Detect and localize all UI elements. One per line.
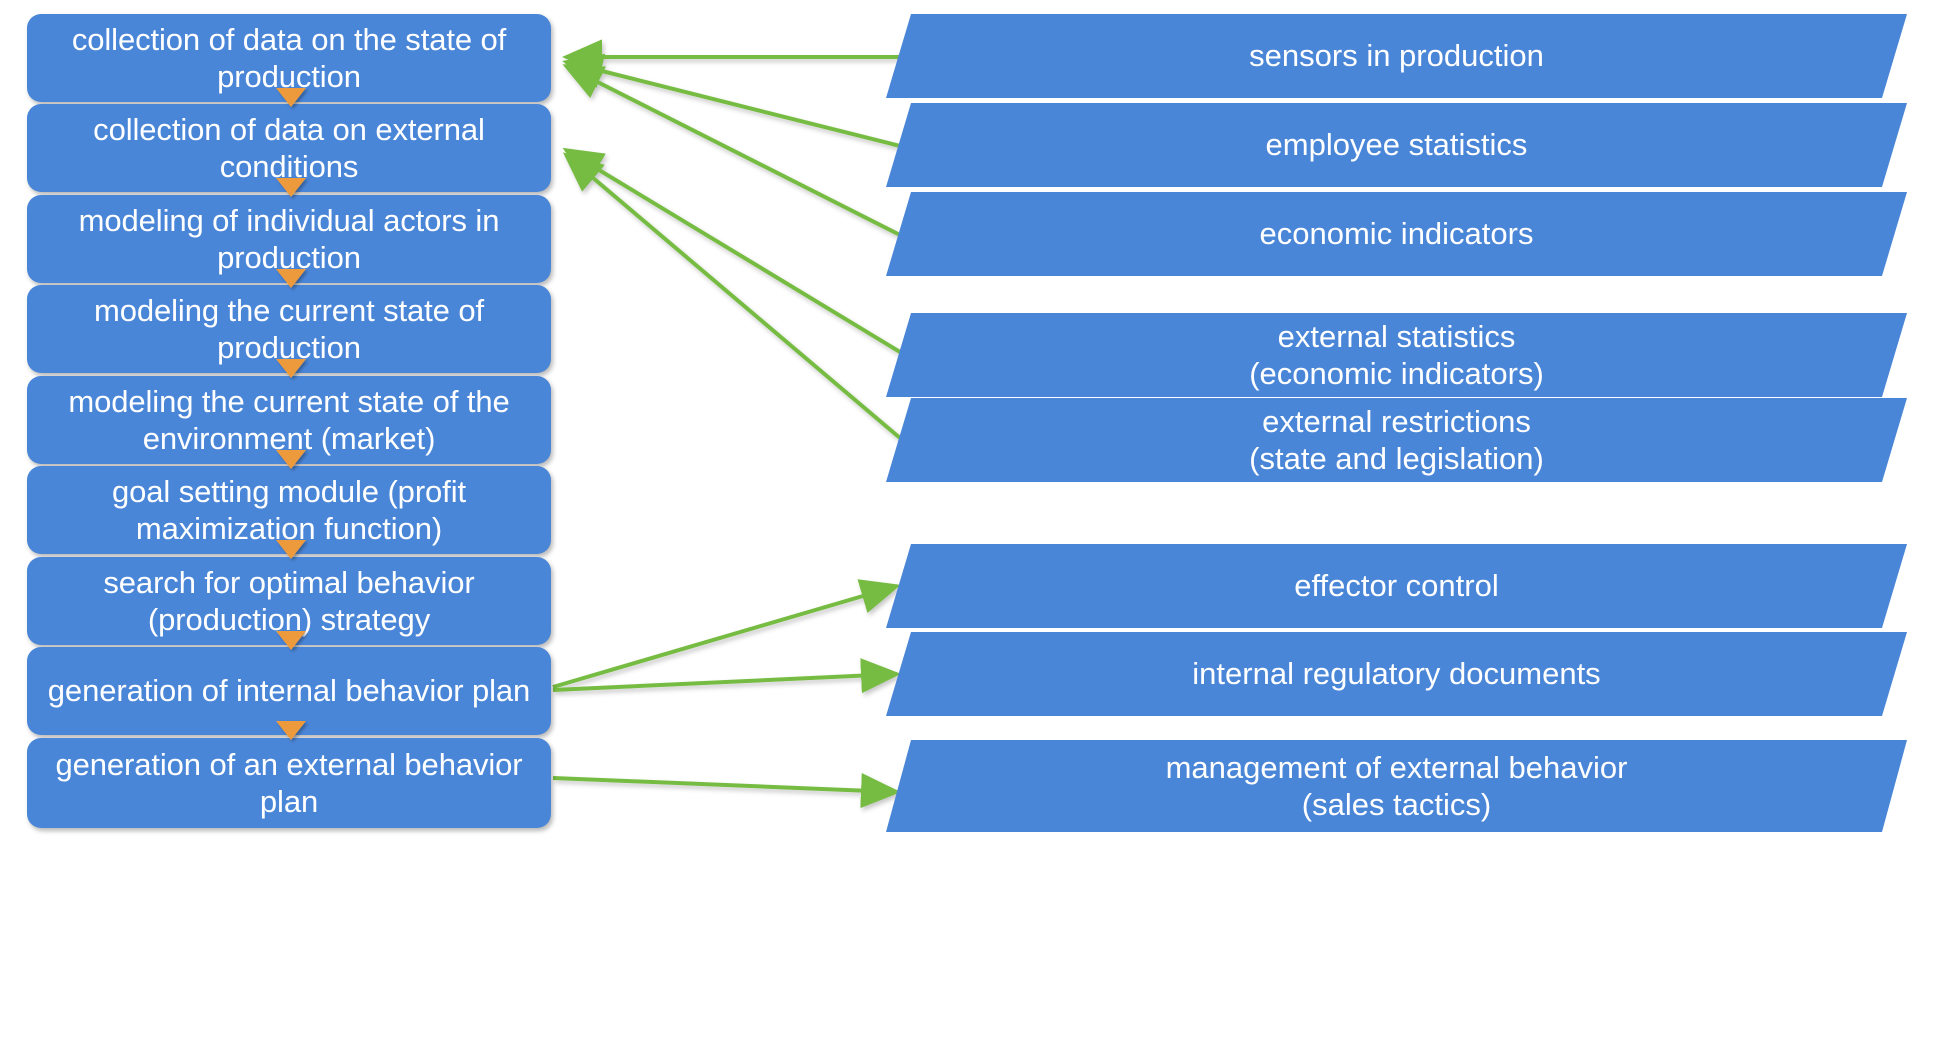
io-label: economic indicators (1259, 216, 1534, 252)
io-block-effector-control[interactable]: effector control (886, 544, 1907, 628)
io-label: effector control (1294, 568, 1499, 604)
process-box-step-6[interactable]: goal setting module (profit maximization… (27, 466, 551, 554)
io-block-sensors-in-production[interactable]: sensors in production (886, 14, 1907, 98)
parallelogram-shape (886, 192, 1907, 276)
io-label: management of external behavior (sales t… (1165, 749, 1628, 823)
parallelogram-shape (886, 14, 1907, 98)
io-label: internal regulatory documents (1192, 656, 1601, 692)
parallelogram-shape (886, 398, 1907, 482)
io-block-economic-indicators[interactable]: economic indicators (886, 192, 1907, 276)
link-step8-to-effector (552, 579, 901, 689)
io-label: employee statistics (1265, 127, 1528, 163)
io-block-internal-regulatory-documents[interactable]: internal regulatory documents (886, 632, 1907, 716)
link-employee-to-step1 (562, 53, 901, 148)
io-block-external-statistics[interactable]: external statistics (economic indicators… (886, 313, 1907, 397)
process-label: generation of internal behavior plan (47, 673, 531, 709)
process-box-step-5[interactable]: modeling the current state of the enviro… (27, 376, 551, 464)
process-box-step-4[interactable]: modeling the current state of production (27, 285, 551, 373)
io-label: external statistics (economic indicators… (1249, 318, 1544, 392)
link-extstats-to-step2 (562, 147, 902, 354)
parallelogram-shape (886, 632, 1907, 716)
parallelogram-shape (886, 103, 1907, 187)
io-block-external-restrictions[interactable]: external restrictions (state and legisla… (886, 398, 1907, 482)
process-box-step-9[interactable]: generation of an external behavior plan (27, 738, 551, 828)
link-step9-to-management (552, 772, 901, 809)
process-label: modeling of individual actors in product… (78, 202, 500, 276)
process-box-step-7[interactable]: search for optimal behavior (production)… (27, 557, 551, 645)
process-label: modeling the current state of the enviro… (68, 383, 510, 457)
link-step8-to-docs (552, 658, 901, 694)
process-label: generation of an external behavior plan (55, 746, 523, 820)
process-label: goal setting module (profit maximization… (112, 473, 466, 547)
link-economic-to-step1 (562, 64, 901, 237)
process-label: collection of data on external condition… (93, 111, 485, 185)
parallelogram-shape (886, 740, 1907, 832)
process-label: collection of data on the state of produ… (71, 21, 507, 95)
io-block-management-of-external-behavior[interactable]: management of external behavior (sales t… (886, 740, 1907, 832)
io-label: sensors in production (1249, 38, 1544, 74)
io-block-employee-statistics[interactable]: employee statistics (886, 103, 1907, 187)
parallelogram-shape (886, 544, 1907, 628)
process-box-step-8[interactable]: generation of internal behavior plan (27, 647, 551, 735)
process-label: modeling the current state of production (94, 292, 484, 366)
process-box-step-1[interactable]: collection of data on the state of produ… (27, 14, 551, 102)
parallelogram-shape (886, 313, 1907, 397)
process-box-step-3[interactable]: modeling of individual actors in product… (27, 195, 551, 283)
link-extrestrict-to-step2 (562, 152, 902, 440)
process-label: search for optimal behavior (production)… (103, 564, 475, 638)
io-label: external restrictions (state and legisla… (1249, 403, 1544, 477)
process-box-step-2[interactable]: collection of data on external condition… (27, 104, 551, 192)
